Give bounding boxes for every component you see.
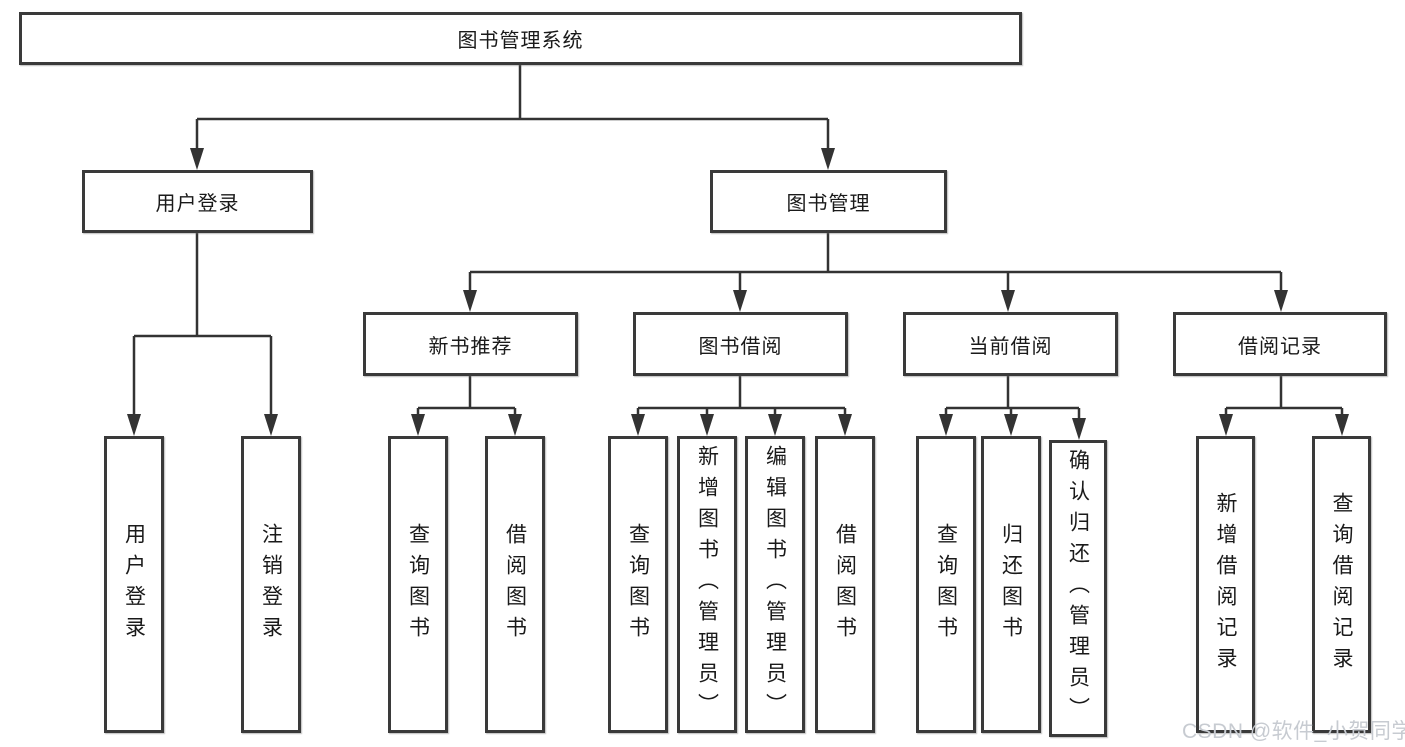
leaf-label: 归还图书 — [999, 522, 1023, 647]
leaf-label: 编辑图书（管理员） — [763, 445, 787, 724]
leaf-label: 查询借阅记录 — [1330, 491, 1353, 678]
node-borrowing-records: 借阅记录 — [1173, 312, 1387, 376]
leaf-label: 确认归还（管理员） — [1066, 449, 1090, 728]
leaf-label: 查询图书 — [406, 522, 430, 647]
leaf-label: 新增借阅记录 — [1214, 491, 1237, 678]
leaf-confirm-return-admin: 确认归还（管理员） — [1049, 440, 1107, 737]
leaf-label: 查询图书 — [626, 522, 650, 647]
leaf-user-login: 用户登录 — [104, 436, 164, 733]
arrowheads — [127, 148, 1349, 440]
leaf-return-books: 归还图书 — [981, 436, 1041, 733]
node-new-book-recommendation: 新书推荐 — [363, 312, 578, 376]
leaf-logout: 注销登录 — [241, 436, 301, 733]
leaf-query-books-2: 查询图书 — [608, 436, 668, 733]
node-book-management: 图书管理 — [710, 170, 947, 233]
tree-edges — [132, 65, 1344, 420]
node-book-borrowing: 图书借阅 — [633, 312, 848, 376]
leaf-label: 新增图书（管理员） — [695, 445, 719, 724]
leaf-label: 查询图书 — [934, 522, 958, 647]
node-current-borrowing: 当前借阅 — [903, 312, 1118, 376]
leaf-query-borrow-record: 查询借阅记录 — [1312, 436, 1371, 733]
leaf-borrow-books-1: 借阅图书 — [485, 436, 545, 733]
leaf-label: 注销登录 — [259, 522, 283, 647]
leaf-label: 借阅图书 — [833, 522, 857, 647]
leaf-borrow-books-2: 借阅图书 — [815, 436, 875, 733]
csdn-watermark: CSDN @软件_小贺同学 — [1182, 720, 1405, 743]
leaf-query-books-1: 查询图书 — [388, 436, 448, 733]
leaf-add-borrow-record: 新增借阅记录 — [1196, 436, 1255, 733]
node-user-login: 用户登录 — [82, 170, 313, 233]
leaf-edit-books-admin: 编辑图书（管理员） — [745, 436, 805, 733]
leaf-label: 用户登录 — [122, 522, 146, 647]
node-root: 图书管理系统 — [19, 12, 1022, 65]
leaf-label: 借阅图书 — [503, 522, 527, 647]
leaf-query-books-3: 查询图书 — [916, 436, 976, 733]
leaf-add-books-admin: 新增图书（管理员） — [677, 436, 737, 733]
